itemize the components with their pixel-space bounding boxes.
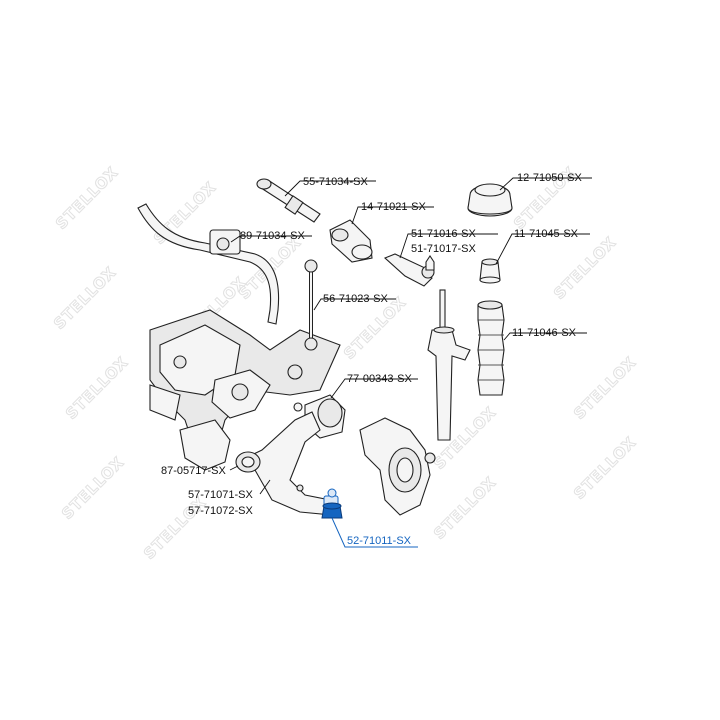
watermark-text: STELLOX — [62, 353, 132, 423]
stabilizer-link-illustration — [304, 259, 318, 351]
part-label-87-05717[interactable]: 87-05717-SX — [161, 465, 226, 477]
bushing-illustration — [329, 219, 373, 263]
watermark-text: STELLOX — [150, 178, 220, 248]
leader-lines — [229, 177, 592, 548]
shock-absorber-illustration — [427, 289, 471, 441]
tie-rod-illustration — [256, 178, 321, 223]
part-label-57-71071[interactable]: 57-71071-SX — [188, 489, 253, 501]
tie-rod-end-illustration — [383, 253, 435, 287]
dust-boot-illustration — [477, 300, 505, 396]
part-label-11-71045[interactable]: 11-71045-SX — [514, 228, 579, 240]
watermark-text: STELLOX — [550, 233, 620, 303]
part-label-11-71046[interactable]: 11-71046-SX — [512, 327, 577, 339]
part-label-51-71016[interactable]: 51-71016-SX — [411, 228, 476, 240]
watermark-text: STELLOX — [140, 493, 210, 563]
watermark-text: STELLOX — [570, 353, 640, 423]
watermark-text: STELLOX — [50, 263, 120, 333]
ball-joint-illustration — [321, 488, 343, 519]
part-label-56-71023[interactable]: 56-71023-SX — [323, 293, 388, 305]
part-label-12-71050[interactable]: 12-71050-SX — [517, 172, 582, 184]
part-label-57-71072[interactable]: 57-71072-SX — [188, 505, 253, 517]
watermark-text: STELLOX — [58, 453, 128, 523]
top-mount-illustration — [467, 183, 513, 217]
part-label-55-71034[interactable]: 55-71034-SX — [303, 176, 368, 188]
part-labels: 55-71034-SX 89-71034-SX 14-71021-SX 51-7… — [161, 172, 582, 547]
bump-stop-illustration — [479, 258, 501, 284]
watermark-text: STELLOX — [52, 163, 122, 233]
part-label-52-71011[interactable]: 52-71011-SX — [347, 535, 412, 547]
part-label-77-00343[interactable]: 77-00343-SX — [347, 373, 412, 385]
knuckle-illustration — [359, 417, 436, 516]
part-label-14-71021[interactable]: 14-71021-SX — [361, 201, 426, 213]
watermark-text: STELLOX — [430, 473, 500, 543]
subframe-illustration — [149, 309, 341, 471]
control-arm-illustration — [235, 411, 333, 516]
part-label-89-71034[interactable]: 89-71034-SX — [240, 230, 305, 242]
stabilizer-bar-illustration — [137, 203, 280, 325]
watermark-text: STELLOX — [570, 433, 640, 503]
part-label-51-71017[interactable]: 51-71017-SX — [411, 243, 476, 255]
